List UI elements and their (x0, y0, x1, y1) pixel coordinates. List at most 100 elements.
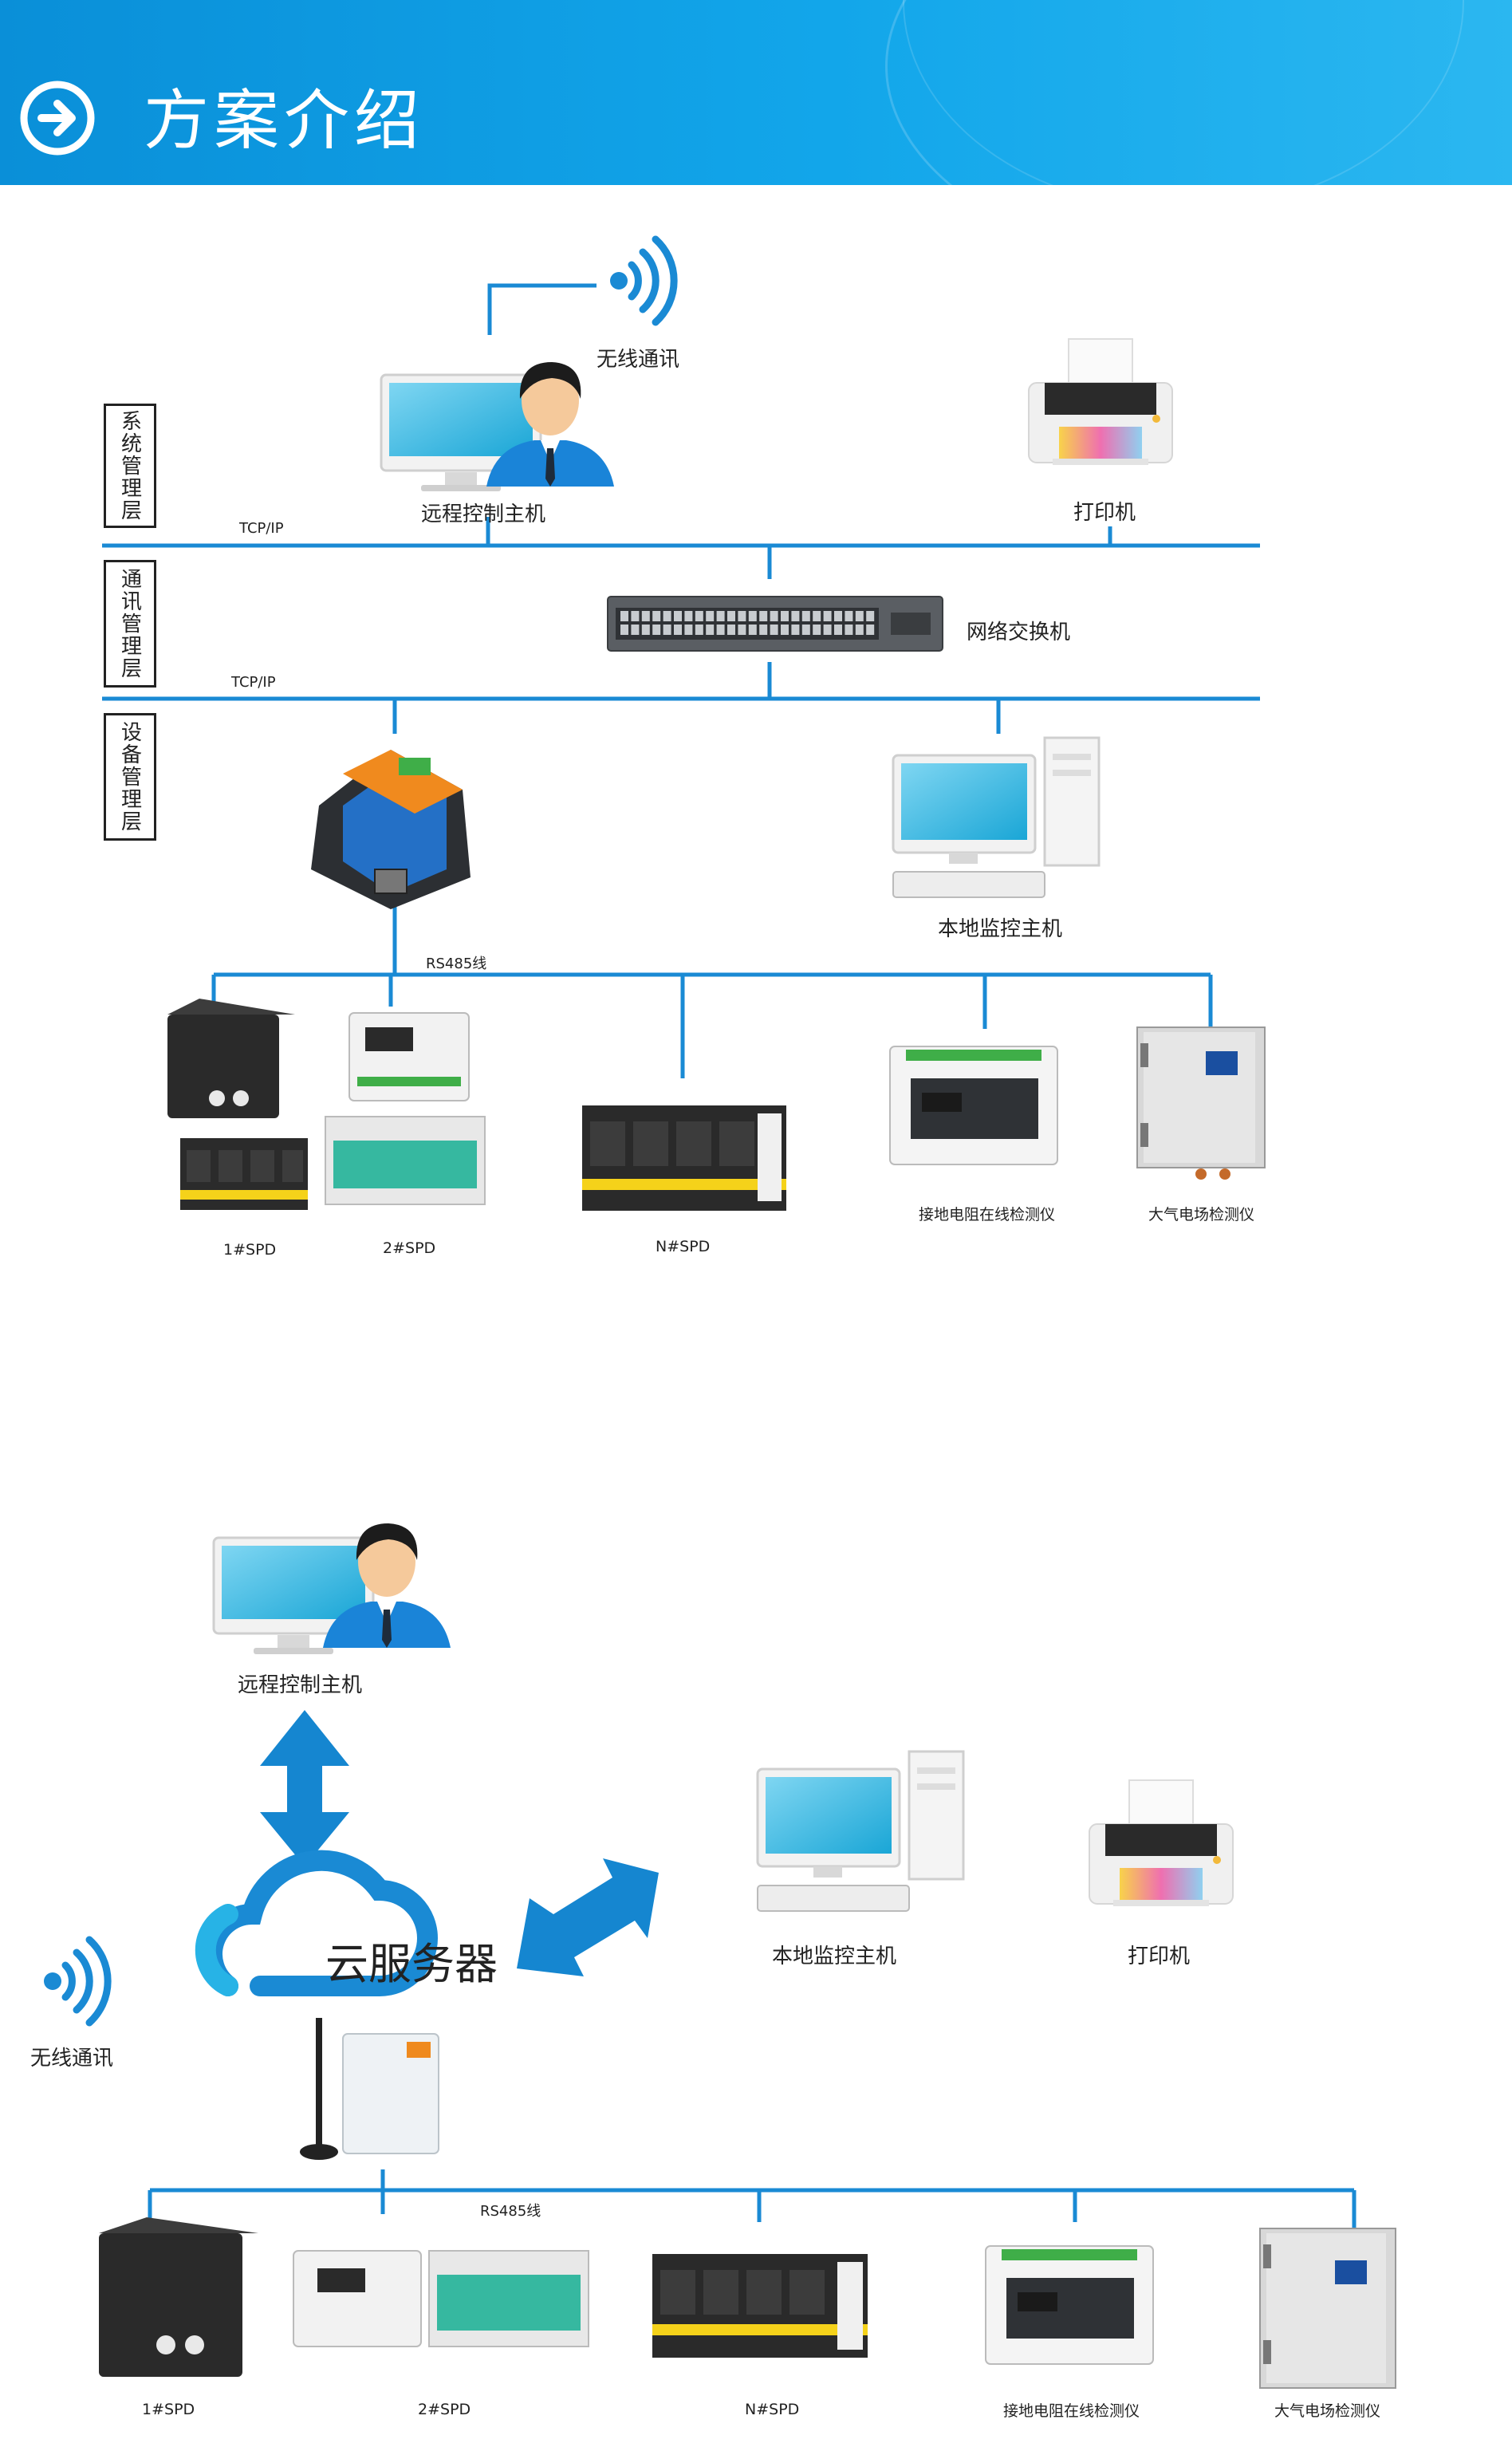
switch-port (823, 625, 832, 635)
serial-converter-icon (311, 750, 471, 909)
cloud-icon (195, 1850, 438, 1996)
switch-port (684, 625, 693, 635)
switch-port (770, 625, 778, 635)
layer-label-device: 设备管理层 (104, 713, 156, 841)
user-avatar-icon (323, 1523, 451, 1648)
switch-port (706, 625, 715, 635)
tcpip-label: TCP/IP (239, 520, 284, 537)
switch-port (791, 611, 800, 621)
spd1-device-icon (167, 999, 308, 1210)
network-switch-icon (607, 596, 943, 652)
double-arrow-diagonal-icon (517, 1858, 659, 1976)
switch-port (674, 611, 682, 621)
switch-port (866, 625, 875, 635)
ground-resistance-detector-icon (985, 2245, 1154, 2365)
switch-port (813, 625, 821, 635)
switch-port (770, 611, 778, 621)
switch-port (845, 625, 853, 635)
switch-port (716, 625, 725, 635)
wireless-link-line (487, 283, 597, 335)
wifi-icon (44, 1936, 112, 2027)
switch-port (855, 625, 864, 635)
wireless-label: 无线通讯 (597, 348, 680, 372)
switch-port (674, 625, 682, 635)
bottom-connection-lines (148, 2169, 1356, 2230)
switch-port (620, 625, 628, 635)
switch-port (748, 611, 757, 621)
tcpip-label: TCP/IP (231, 674, 276, 691)
switch-port (759, 611, 768, 621)
layer-label-communication: 通讯管理层 (104, 560, 156, 688)
spdn-device-icon (582, 1105, 786, 1211)
switch-port (748, 625, 757, 635)
wireless-gateway-icon (300, 2018, 439, 2160)
spd2-device-icon (293, 2250, 589, 2347)
switch-port (706, 611, 715, 621)
switch-port (834, 625, 842, 635)
switch-port (641, 611, 650, 621)
spd2-device-icon (325, 1012, 486, 1205)
rs485-label: RS485线 (426, 956, 487, 972)
spdn-label: N#SPD (745, 2401, 800, 2418)
local-host-label: 本地监控主机 (938, 917, 1063, 941)
switch-port (845, 611, 853, 621)
switch-port (641, 625, 650, 635)
electric-field-detector-icon (1259, 2228, 1396, 2389)
field-detector-label: 大气电场检测仪 (1274, 2402, 1381, 2420)
switch-port (663, 625, 671, 635)
switch-port (631, 625, 640, 635)
switch-port (738, 611, 746, 621)
remote-host-computer-icon (380, 373, 542, 491)
wifi-icon (610, 235, 678, 326)
ground-detector-label: 接地电阻在线检测仪 (919, 1206, 1056, 1224)
switch-port (620, 611, 628, 621)
local-host-label: 本地监控主机 (772, 1945, 897, 1968)
printer-icon (1028, 338, 1173, 465)
arrow-right-icon (20, 81, 95, 156)
ground-resistance-detector-icon (889, 1046, 1058, 1165)
switch-port (801, 611, 810, 621)
ground-detector-label: 接地电阻在线检测仪 (1003, 2402, 1140, 2420)
spdn-device-icon (652, 2254, 868, 2358)
spdn-label: N#SPD (656, 1238, 711, 1255)
switch-port (695, 625, 703, 635)
switch-port (631, 611, 640, 621)
switch-port (781, 611, 789, 621)
electric-field-detector-icon (1136, 1026, 1266, 1180)
field-detector-label: 大气电场检测仪 (1148, 1206, 1255, 1224)
switch-port (663, 611, 671, 621)
switch-port (823, 611, 832, 621)
cloud-server-label: 云服务器 (325, 1939, 498, 1989)
remote-host-label: 远程控制主机 (238, 1673, 363, 1697)
switch-port (716, 611, 725, 621)
switch-port (727, 611, 735, 621)
printer-label: 打印机 (1128, 1945, 1191, 1968)
wireless-label: 无线通讯 (30, 2047, 114, 2071)
page-title: 方案介绍 (144, 83, 425, 159)
switch-port (781, 625, 789, 635)
user-avatar-icon (486, 362, 614, 487)
spd1-label: 1#SPD (142, 2401, 195, 2418)
layer-label-system: 系统管理层 (104, 404, 156, 528)
remote-host-label: 远程控制主机 (421, 502, 546, 526)
double-arrow-vertical-icon (260, 1710, 349, 1866)
switch-port (652, 625, 661, 635)
switch-port (684, 611, 693, 621)
remote-host-computer-icon (212, 1536, 375, 1654)
printer-icon (1089, 1779, 1234, 1906)
switch-port (801, 625, 810, 635)
spd1-label: 1#SPD (223, 1241, 277, 1259)
switch-port (813, 611, 821, 621)
spd2-label: 2#SPD (383, 1239, 436, 1257)
switch-port (834, 611, 842, 621)
local-host-computer-icon (892, 736, 1101, 898)
local-host-computer-icon (756, 1750, 965, 1912)
spd2-label: 2#SPD (418, 2401, 471, 2418)
printer-label: 打印机 (1073, 501, 1136, 525)
rs485-label: RS485线 (480, 2203, 541, 2220)
switch-port (791, 625, 800, 635)
switch-port (727, 625, 735, 635)
header-banner: 方案介绍 (0, 0, 1512, 185)
switch-port (855, 611, 864, 621)
